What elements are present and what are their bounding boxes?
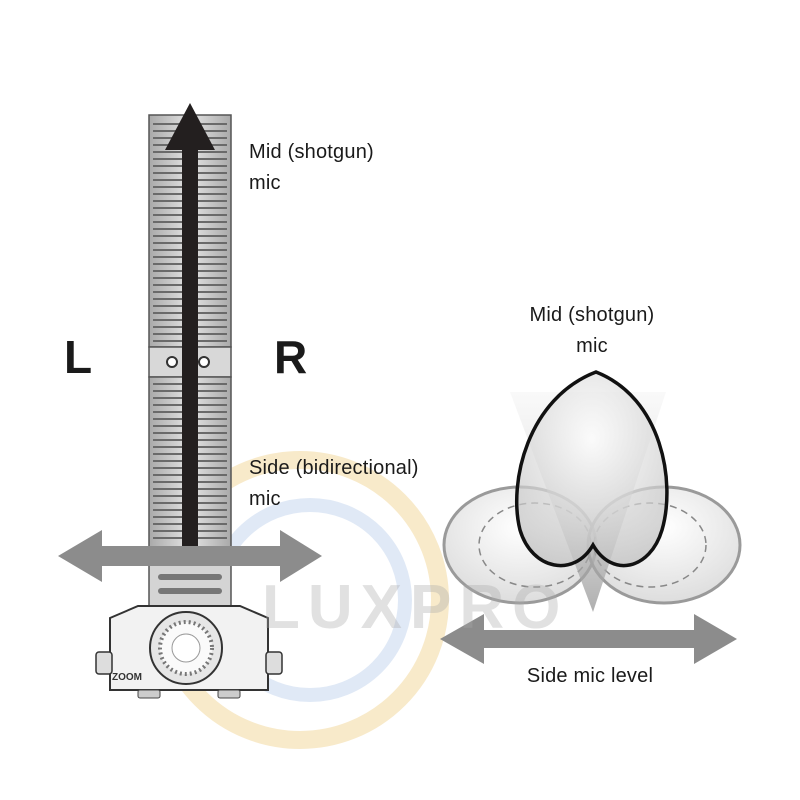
mid-axis-arrow	[165, 103, 215, 550]
polar-pattern	[442, 370, 742, 612]
polar-mid-mic-label: Mid (shotgun) mic	[497, 300, 687, 362]
watermark-text: LUXPRO	[262, 573, 569, 642]
polar-mid-mic-label-line1: Mid (shotgun)	[529, 304, 655, 326]
side-mic-level-arrow	[440, 614, 737, 664]
polar-mid-mic-label-line2: mic	[576, 335, 608, 357]
mid-lobe	[515, 370, 669, 568]
collar-screw-right	[198, 356, 210, 368]
collar-screw-left	[166, 356, 178, 368]
side-axis-arrow	[58, 530, 322, 582]
mid-mic-label-line1: Mid (shotgun)	[249, 141, 374, 163]
side-mic-level-label: Side mic level	[526, 665, 654, 687]
side-mic-label-line1: Side (bidirectional)	[249, 457, 419, 479]
mid-mic-label-line2: mic	[249, 172, 281, 194]
side-mic-label-line2: mic	[249, 488, 281, 510]
left-channel-label: L	[64, 331, 93, 383]
right-channel-label: R	[274, 331, 308, 383]
recorder-brand-text: ZOOM	[112, 672, 142, 683]
side-mic-label: Side (bidirectional) mic	[249, 453, 419, 515]
zoom-recorder: ZOOM	[95, 605, 283, 699]
mid-mic-label: Mid (shotgun) mic	[249, 137, 374, 199]
